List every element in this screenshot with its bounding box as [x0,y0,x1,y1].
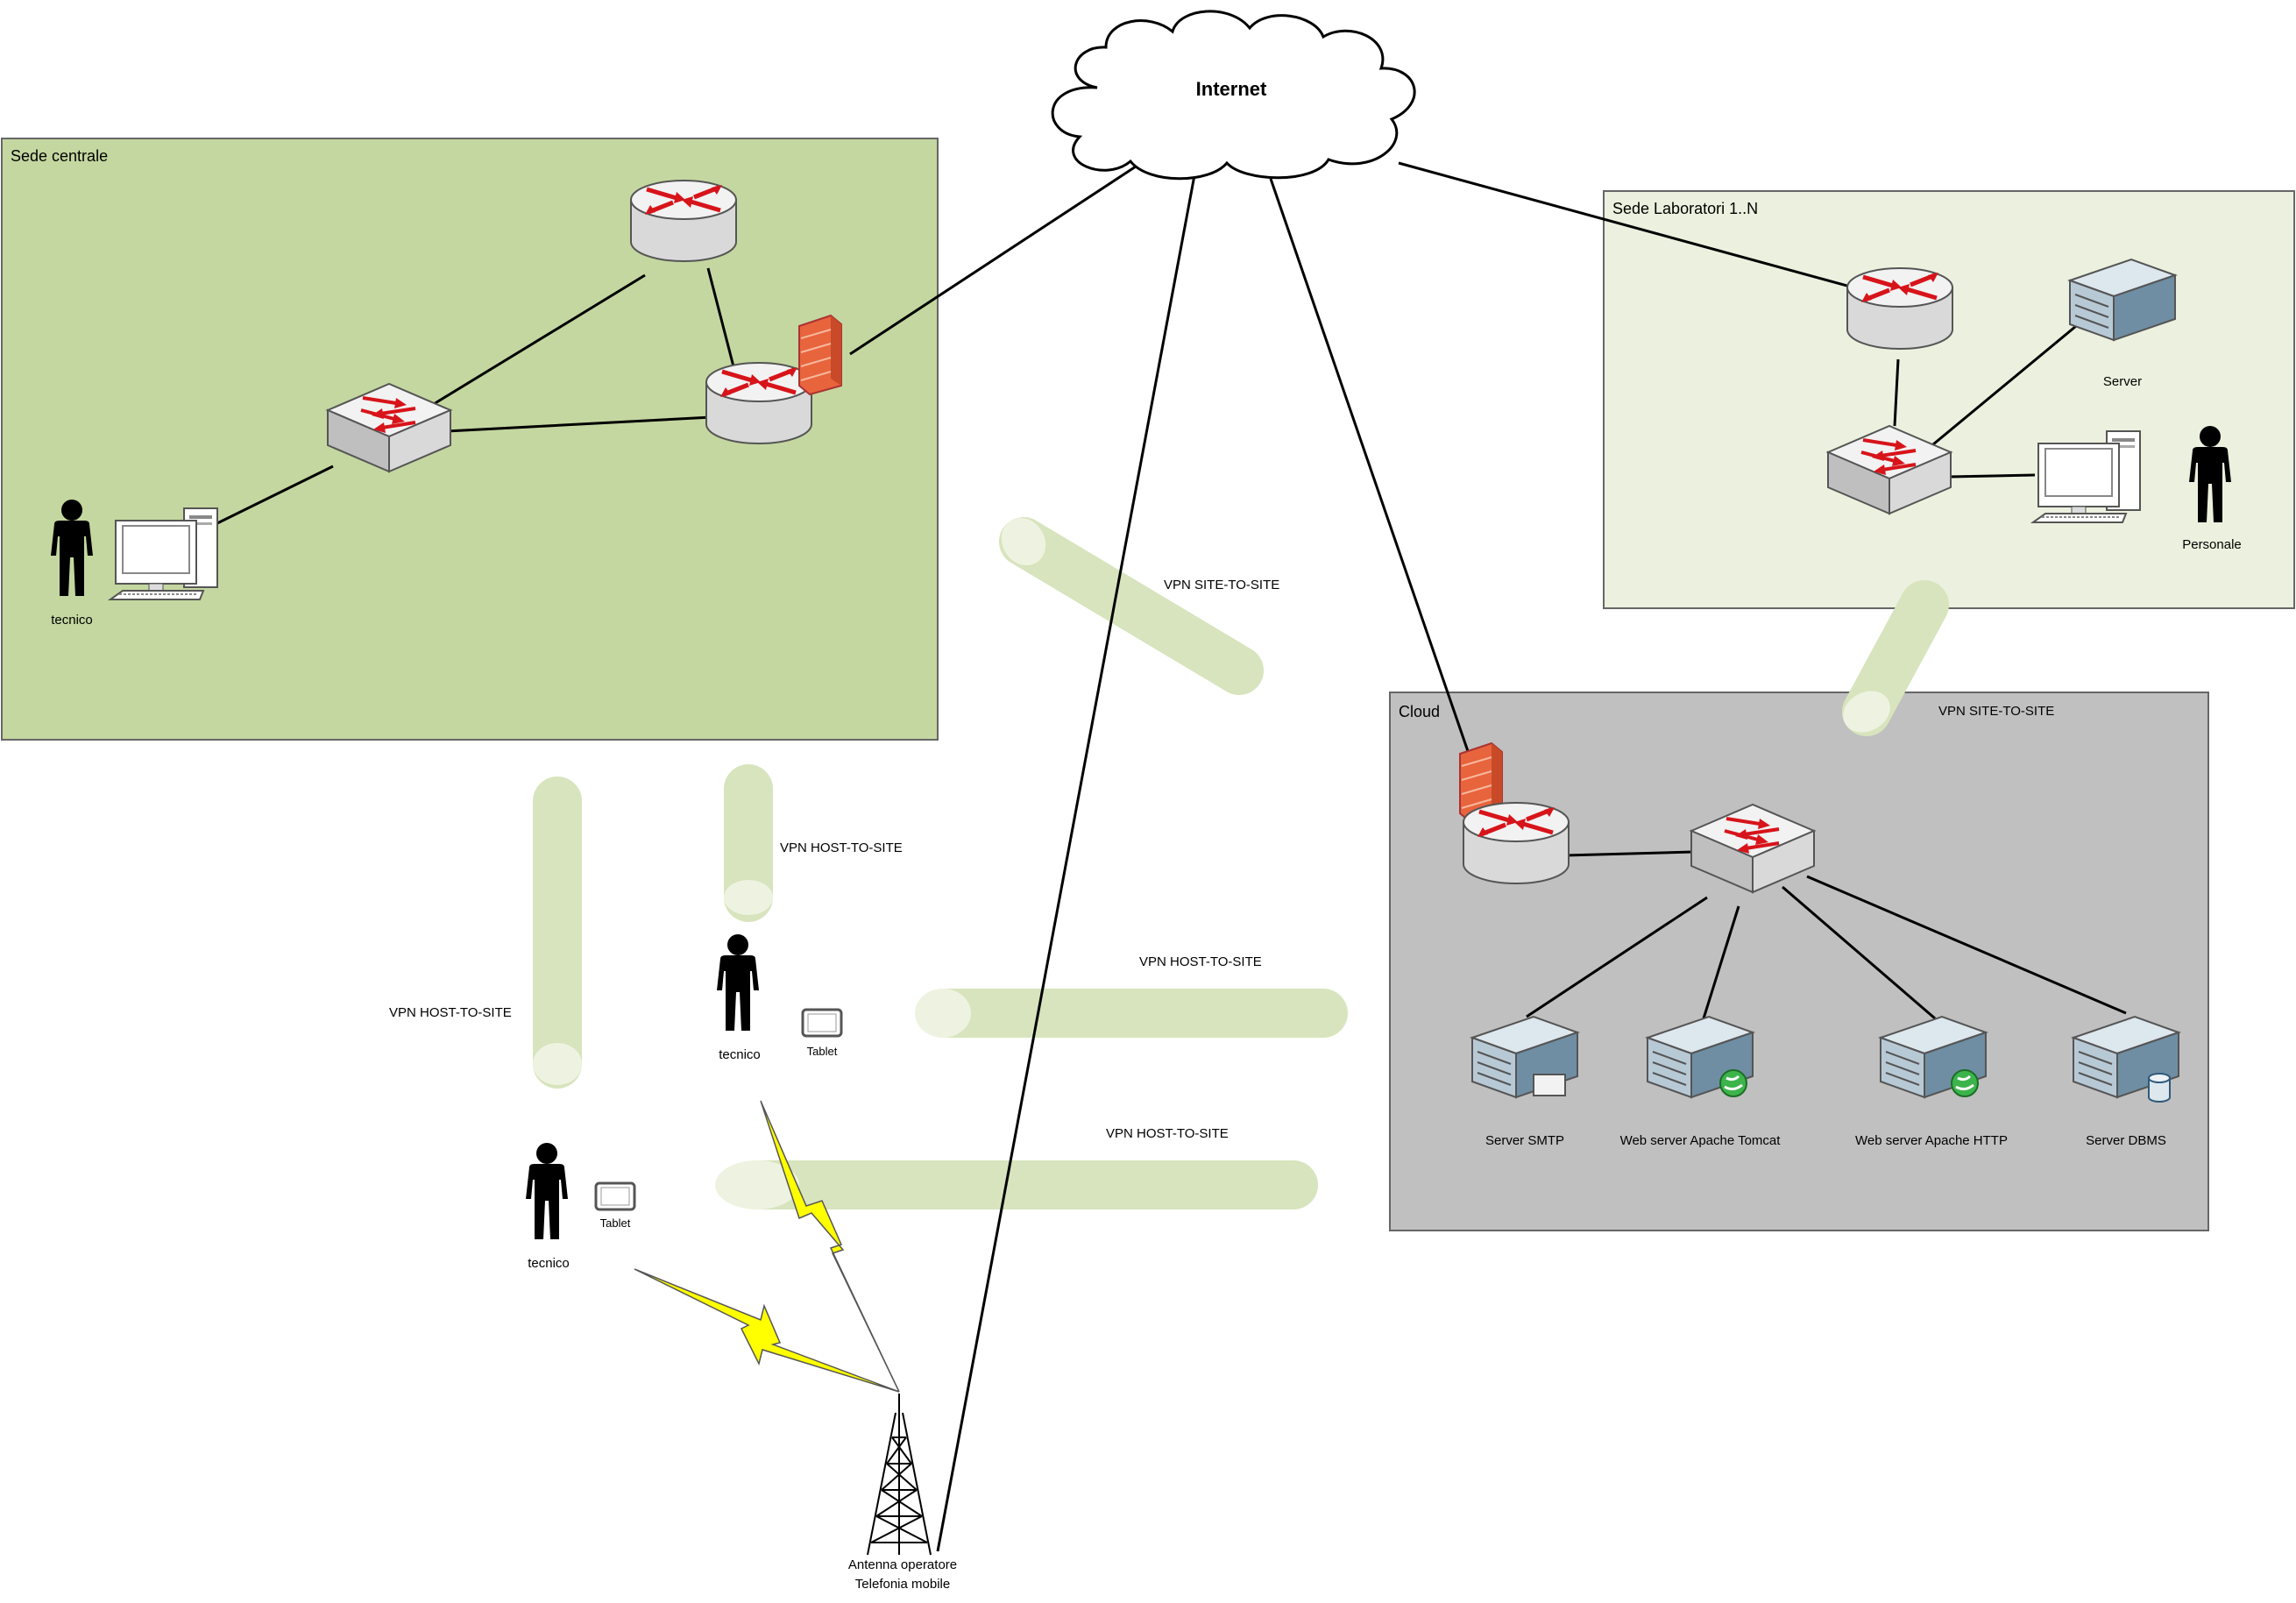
tablet-1-icon [801,1008,843,1038]
person-tecnico-mobile-2-icon [526,1143,568,1239]
tablet-1-label: Tablet [807,1045,838,1058]
server-smtp-label: Server SMTP [1485,1133,1564,1148]
zone-sede-centrale-label: Sede centrale [11,147,108,165]
tablet-2-icon [594,1181,636,1211]
person-personale-label: Personale [2182,537,2242,552]
database-icon [2148,1073,2171,1103]
network-links [215,160,2127,1552]
vpn-label-site-to-site-2: VPN SITE-TO-SITE [1938,704,2054,719]
globe-icon [1950,1068,1980,1098]
router-cloud [1463,803,1569,883]
vpn-tunnel-host-to-site-1 [533,777,582,1089]
vpn-label-host-to-site-3: VPN HOST-TO-SITE [1139,954,1262,969]
antenna-label-line1: Antenna operatore [848,1557,957,1572]
antenna-tower-icon [867,1394,932,1556]
vpn-tunnel-site-to-site-1 [999,517,1264,695]
vpn-tunnel-site-to-site-2 [1842,580,1949,736]
vpn-label-host-to-site-2: VPN HOST-TO-SITE [780,841,903,855]
vpn-tunnel-host-to-site-2 [724,764,773,922]
firewall-icon [798,315,842,395]
globe-icon [1718,1068,1748,1098]
mail-icon [1533,1074,1566,1096]
server-dbms-label: Server DBMS [2086,1133,2166,1148]
vpn-tunnel-host-to-site-4 [715,1160,1318,1209]
server-lab-label: Server [2103,374,2142,389]
internet-label: Internet [1196,78,1267,100]
router-laboratori [1847,268,1952,349]
zone-sede-laboratori-label: Sede Laboratori 1..N [1612,200,1758,217]
internet-cloud: Internet [1051,10,1416,181]
person-tecnico-mobile-1-icon [717,934,759,1031]
router-core [631,181,736,261]
person-tecnico-mobile-1-label: tecnico [719,1047,761,1062]
zone-cloud-label: Cloud [1399,703,1440,720]
server-http-label: Web server Apache HTTP [1855,1133,2008,1148]
person-tecnico-mobile-2-label: tecnico [528,1256,570,1271]
zone-cloud [1389,692,2209,1231]
vpn-label-site-to-site-1: VPN SITE-TO-SITE [1164,578,1279,592]
vpn-label-host-to-site-4: VPN HOST-TO-SITE [1106,1126,1229,1141]
person-tecnico-label: tecnico [51,613,93,628]
vpn-label-host-to-site-1: VPN HOST-TO-SITE [389,1005,512,1020]
antenna-label-line2: Telefonia mobile [855,1577,950,1592]
lightning-bolt-2 [634,1268,900,1393]
vpn-tunnel-host-to-site-3 [915,989,1348,1038]
zone-sede-laboratori [1603,190,2295,609]
server-tomcat-label: Web server Apache Tomcat [1620,1133,1782,1148]
tablet-2-label: Tablet [600,1216,631,1230]
zone-sede-centrale [1,138,939,741]
router-edge [706,363,811,443]
